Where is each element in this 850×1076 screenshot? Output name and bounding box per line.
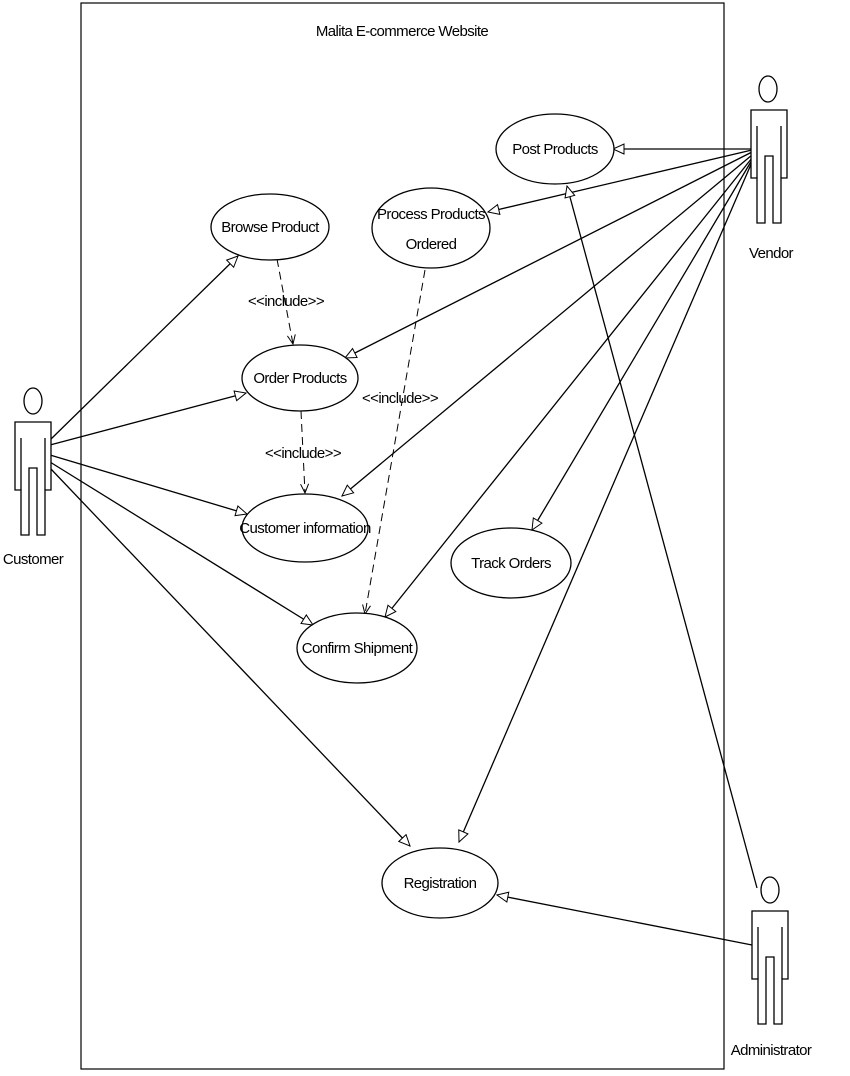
assoc-customer-confirm <box>49 461 315 626</box>
actor-administrator-label: Administrator <box>731 1042 812 1059</box>
usecase-track-orders-label: Track Orders <box>471 555 551 572</box>
assoc-customer-registration <box>49 467 411 847</box>
usecase-post-products[interactable] <box>495 113 615 185</box>
actor-administrator-head-icon <box>760 876 780 904</box>
assoc-vendor-registration <box>458 161 753 844</box>
usecase-order-products-label: Order Products <box>253 370 346 387</box>
assoc-customer-browse <box>49 255 239 441</box>
assoc-admin-registration <box>495 891 753 946</box>
assoc-vendor-track <box>531 159 753 532</box>
include-browse-order <box>276 258 296 346</box>
stereotype-include-order-customer: <<include>> <box>265 445 342 462</box>
actor-customer-head-icon <box>23 387 43 415</box>
system-title: Malita E-commerce Website <box>316 23 489 40</box>
usecase-customer-information[interactable] <box>241 493 369 563</box>
include-dependencies <box>276 258 426 616</box>
usecase-process-products-ordered[interactable] <box>371 187 491 269</box>
usecase-confirm-shipment-label: Confirm Shipment <box>302 640 414 657</box>
actor-customer[interactable] <box>14 387 52 536</box>
assoc-vendor-order <box>343 151 753 359</box>
stereotype-include-process-confirm: <<include>> <box>362 390 439 407</box>
assoc-customer-order <box>49 390 248 446</box>
actor-vendor[interactable] <box>750 75 788 224</box>
usecase-post-products-label: Post Products <box>512 141 598 158</box>
stereotype-include-browse-order: <<include>> <box>248 293 325 310</box>
include-process-confirm <box>362 269 426 616</box>
actor-vendor-label: Vendor <box>749 245 794 262</box>
usecase-process-products-label-line2: Ordered <box>406 236 457 253</box>
usecase-browse-product-label: Browse Product <box>221 219 320 236</box>
use-cases <box>210 113 615 919</box>
usecase-confirm-shipment[interactable] <box>296 612 418 684</box>
assoc-vendor-process <box>486 149 753 215</box>
usecase-registration[interactable] <box>381 847 499 919</box>
include-order-customer <box>300 410 310 495</box>
associations <box>49 143 758 946</box>
assoc-customer-info <box>49 454 249 517</box>
usecase-track-orders[interactable] <box>450 527 572 599</box>
assoc-vendor-info <box>341 154 753 497</box>
assoc-admin-post <box>564 184 758 889</box>
usecase-browse-product[interactable] <box>210 193 330 261</box>
assoc-vendor-confirm <box>384 157 753 618</box>
usecase-registration-label: Registration <box>404 875 477 892</box>
usecase-process-products-label-line1: Process Products <box>377 206 485 223</box>
usecase-order-products[interactable] <box>241 344 359 412</box>
actor-vendor-head-icon <box>758 75 778 103</box>
actor-administrator[interactable] <box>751 876 789 1025</box>
system-boundary <box>80 2 725 1070</box>
usecase-customer-information-label: Customer information <box>239 520 371 537</box>
actor-customer-label: Customer <box>3 551 64 568</box>
